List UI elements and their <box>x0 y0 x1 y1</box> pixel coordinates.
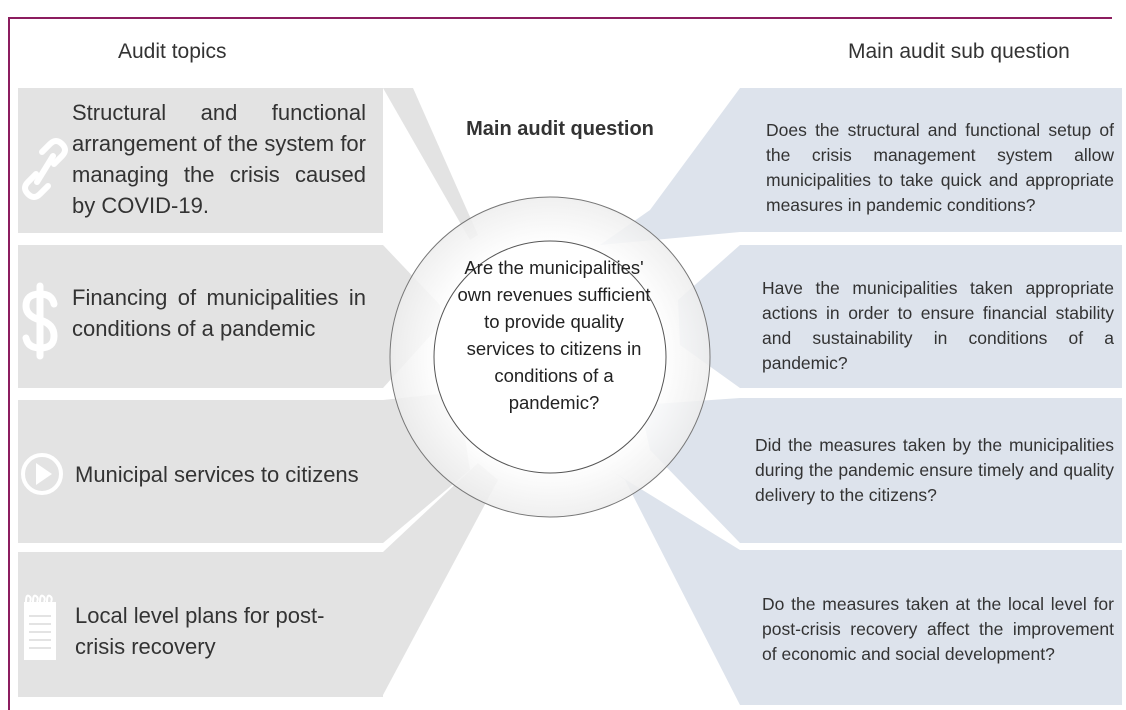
main-question-text: Are the municipalities' own revenues suf… <box>457 257 651 413</box>
question-band-4 <box>740 550 1122 705</box>
sub-question-4: Do the measures taken at the local level… <box>762 594 1114 664</box>
connector-topic-1 <box>383 88 478 240</box>
frame-top-border <box>8 17 1112 19</box>
notepad-icon <box>24 594 56 660</box>
sub-question-2: Have the municipalities taken appropriat… <box>762 278 1114 373</box>
frame-left-border <box>8 17 10 710</box>
topic-text-3: Municipal services to citizens <box>75 462 359 487</box>
connector-question-4 <box>610 470 740 705</box>
dollar-icon <box>22 282 58 360</box>
topic-text-2: Financing of municipalities in condition… <box>72 285 366 341</box>
inner-circle <box>433 240 667 474</box>
connector-question-1 <box>600 88 740 245</box>
topic-band-2 <box>18 245 383 388</box>
link-icon <box>22 138 68 200</box>
audit-topics-heading: Audit topics <box>118 40 227 63</box>
question-band-1 <box>740 88 1122 232</box>
topic-text-1: Structural and functional arrangement of… <box>72 100 366 218</box>
sub-question-3: Did the measures taken by the municipali… <box>755 435 1114 505</box>
sub-question-1: Does the structural and functional setup… <box>766 120 1114 215</box>
sub-question-heading: Main audit sub question <box>848 40 1070 63</box>
question-band-2 <box>740 245 1122 388</box>
topic-band-1 <box>18 88 383 233</box>
topic-text-4: Local level plans for post-crisis recove… <box>75 603 325 659</box>
main-question-title: Main audit question <box>466 118 654 140</box>
topic-band-4 <box>18 552 383 697</box>
connector-topic-4 <box>383 463 498 695</box>
topic-band-3 <box>18 400 383 543</box>
question-band-3 <box>740 398 1122 543</box>
play-icon <box>21 453 63 495</box>
